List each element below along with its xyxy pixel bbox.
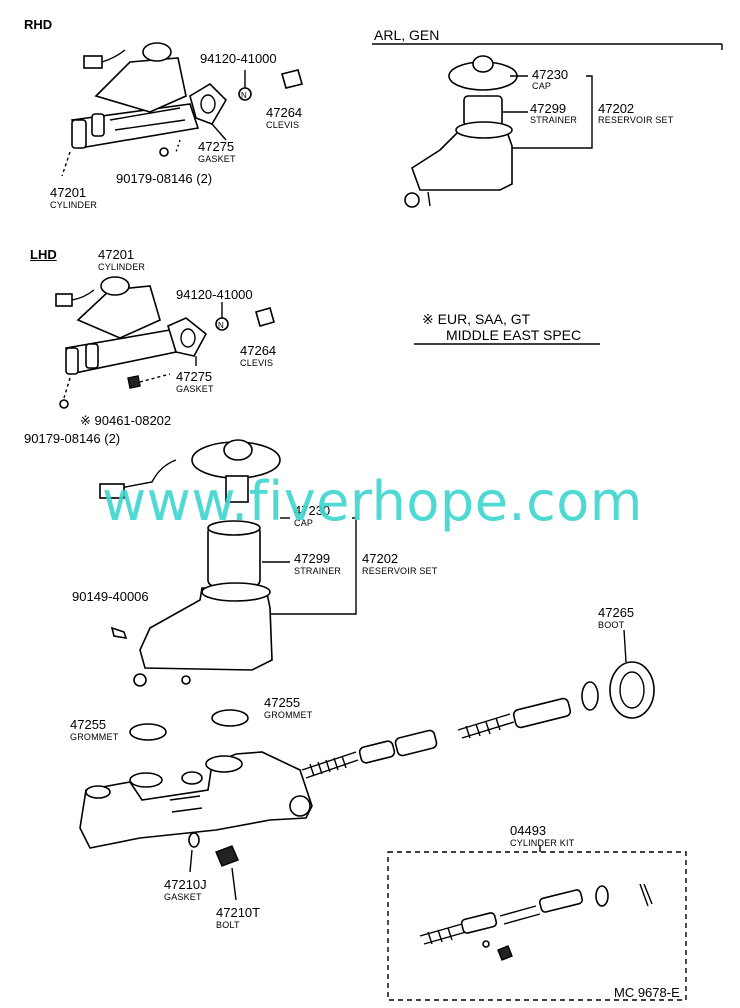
boot-part-name: BOOT [598, 620, 625, 630]
bolt-part-47210T: 47210T [216, 905, 261, 920]
lhd-part-90179: 90179-08146 (2) [24, 431, 121, 446]
res-part-90149: 90149-40006 [72, 589, 149, 604]
lhd-part-94120: 94120-41000 [176, 287, 253, 302]
rhd-heading: RHD [24, 17, 53, 32]
arl-reservoir [404, 55, 518, 208]
rhd-part-47201: 47201 [50, 185, 87, 200]
res-part-47230-name: CAP [294, 518, 314, 528]
cylinder-kit-box [387, 851, 687, 1001]
rhd-part-90179: 90179-08146 (2) [116, 171, 213, 186]
rhd-n-text: N [241, 91, 247, 100]
lhd-n-text: N [218, 321, 224, 330]
arl-part-47202: 47202 [598, 101, 635, 116]
boot-icon [609, 661, 655, 719]
kit-contents [419, 883, 653, 961]
rhd-part-47275: 47275 [198, 139, 235, 154]
arl-heading: ARL, GEN [374, 27, 440, 43]
piston-assembly [301, 661, 655, 779]
grommet-left-name: GROMMET [70, 732, 119, 742]
boot-part-47265: 47265 [598, 605, 635, 620]
res-part-47299: 47299 [294, 551, 331, 566]
cylinder-body [79, 751, 313, 849]
lhd-heading: LHD [30, 247, 57, 262]
rhd-part-47201-name: CYLINDER [50, 200, 98, 210]
grommet-left-icon [129, 723, 167, 741]
spec-line-2: MIDDLE EAST SPEC [446, 327, 582, 343]
watermark-text: www.fiverhope.com [102, 470, 643, 533]
kit-part-04493: 04493 [510, 823, 547, 838]
rhd-part-47275-name: GASKET [198, 154, 236, 164]
lhd-part-47264: 47264 [240, 343, 277, 358]
res-part-47230: 47230 [294, 503, 331, 518]
arl-part-47202-name: RESERVOIR SET [598, 115, 674, 125]
lhd-master-cylinder [55, 276, 208, 409]
lhd-part-47275: 47275 [176, 369, 213, 384]
spec-line-1: ※ EUR, SAA, GT [422, 311, 531, 327]
lhd-part-47201-name: CYLINDER [98, 262, 146, 272]
grommet-left-part: 47255 [70, 717, 107, 732]
drawing-number: MC 9678-E [614, 985, 680, 1000]
res-part-47299-name: STRAINER [294, 566, 342, 576]
gasket-ring-icon [188, 832, 200, 848]
arl-part-47230: 47230 [532, 67, 569, 82]
rhd-part-94120: 94120-41000 [200, 51, 277, 66]
bolt-icon [215, 845, 239, 867]
kit-part-name: CYLINDER KIT [510, 838, 575, 848]
lhd-part-90461: ※ 90461-08202 [80, 413, 172, 428]
arl-part-47299-name: STRAINER [530, 115, 578, 125]
gasket-part-47210J: 47210J [164, 877, 207, 892]
res-part-47202-name: RESERVOIR SET [362, 566, 438, 576]
lhd-part-47275-name: GASKET [176, 384, 214, 394]
grommet-right-name: GROMMET [264, 710, 313, 720]
arl-part-47230-name: CAP [532, 81, 552, 91]
res-part-47202: 47202 [362, 551, 399, 566]
lhd-part-47264-name: CLEVIS [240, 358, 274, 368]
lhd-clevis-icon [255, 307, 275, 327]
rhd-part-47264-name: CLEVIS [266, 120, 300, 130]
bolt-part-name: BOLT [216, 920, 240, 930]
snap-ring-icon [581, 681, 599, 711]
gasket-part-name: GASKET [164, 892, 202, 902]
rhd-master-cylinder [61, 42, 228, 177]
arl-part-47299: 47299 [530, 101, 567, 116]
grommet-right-icon [211, 709, 249, 727]
rhd-part-47264: 47264 [266, 105, 303, 120]
rhd-clevis-icon [281, 69, 303, 89]
grommet-right-part: 47255 [264, 695, 301, 710]
main-reservoir [99, 439, 281, 687]
lhd-part-47201: 47201 [98, 247, 135, 262]
